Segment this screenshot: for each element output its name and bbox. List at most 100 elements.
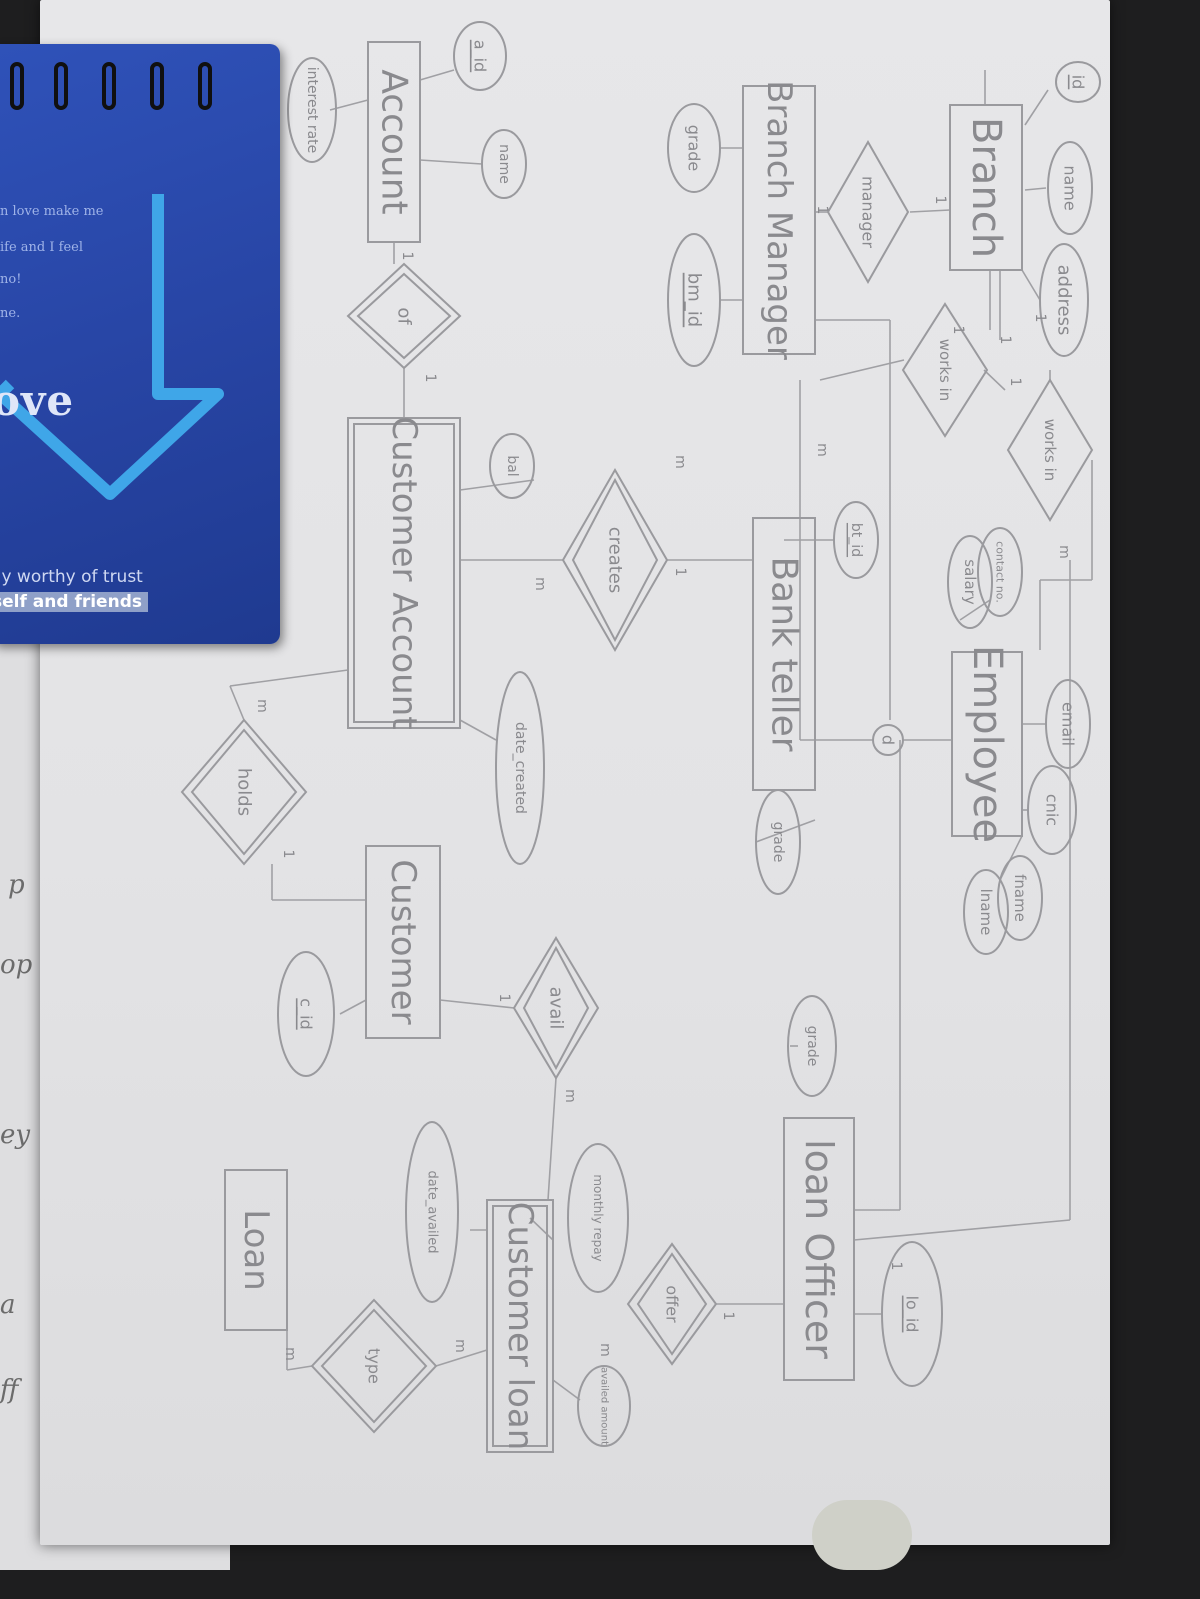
attribute-ellipse xyxy=(881,1241,943,1387)
attribute-label: bm_id xyxy=(684,273,705,327)
cardinality-label: m xyxy=(814,443,830,457)
connector-lines xyxy=(229,69,1093,1401)
cardinality-label: m xyxy=(597,1343,613,1357)
attribute-ellipse xyxy=(1047,141,1093,235)
relationship-diamond xyxy=(180,718,308,866)
connector-line xyxy=(286,1365,313,1371)
entity-label: Branch xyxy=(963,117,1009,258)
entity-inner-box xyxy=(353,423,455,723)
cardinality-label: 1 xyxy=(422,374,438,383)
cardinality-label: 1 xyxy=(997,336,1013,345)
connector-line xyxy=(999,835,1023,881)
attribute-label: grade xyxy=(685,125,704,172)
notebook-trust-text: ily worthy of trust xyxy=(0,567,143,587)
relationship-label: avail xyxy=(546,987,567,1030)
entity-label: loan Officer xyxy=(797,1139,841,1359)
attribute-label: monthly repay xyxy=(591,1174,605,1261)
attribute-label: date_availed xyxy=(425,1171,440,1254)
attribute-label: bt_id xyxy=(848,523,864,557)
cardinality-label: 1 xyxy=(672,568,688,577)
spiral-ring-icon xyxy=(150,62,164,110)
attribute-contact-no: contact no. xyxy=(977,527,1023,617)
attribute-label: fname xyxy=(1011,874,1029,922)
connector-line xyxy=(459,719,497,741)
attribute-ellipse xyxy=(481,129,527,199)
attribute-bal: bal xyxy=(489,433,535,499)
entity-label: Branch Manager xyxy=(759,80,799,360)
notebook-line: no! xyxy=(0,272,22,287)
cardinality-label: 1 xyxy=(814,206,830,215)
attribute-label: email xyxy=(1059,702,1078,746)
relationship-diamond xyxy=(346,262,462,370)
notebook-line: ife and I feel xyxy=(0,240,83,255)
connector-line xyxy=(459,479,535,491)
cardinality-mark: 1 xyxy=(422,374,438,383)
attribute-interest-rate: interest rate xyxy=(287,57,337,163)
attribute-ellipse xyxy=(287,57,337,163)
entity-box xyxy=(224,1169,288,1331)
attribute-label: id xyxy=(1069,75,1088,90)
attribute-bt-grade: grade xyxy=(755,789,801,895)
entity-label: Customer xyxy=(383,859,423,1024)
cardinality-label: 1 xyxy=(280,850,296,859)
attribute-label: a_id xyxy=(470,40,490,72)
attribute-ellipse xyxy=(947,535,993,629)
notebook-love-text: ove xyxy=(0,376,75,425)
relationship-inner-diamond xyxy=(571,477,659,643)
entity-box xyxy=(486,1199,554,1453)
relationship-label: offer xyxy=(663,1285,682,1323)
relationship-inner-diamond xyxy=(190,728,298,856)
edge-scribble: ey xyxy=(0,1120,31,1150)
attribute-label: bal xyxy=(504,455,520,476)
attribute-label: c_id xyxy=(296,998,316,1029)
relationship-holds: holds xyxy=(180,718,308,866)
relationship-diamond xyxy=(512,936,600,1080)
entity-box xyxy=(367,41,421,243)
entity-box xyxy=(742,85,816,355)
connector-line xyxy=(1021,269,1041,301)
connector-line xyxy=(983,369,1006,391)
cardinality-mark: 1 xyxy=(950,326,966,335)
relationship-diamond xyxy=(1006,378,1094,522)
attribute-lo-id: lo_id xyxy=(881,1241,943,1387)
relationship-works-in-2: works in xyxy=(1006,378,1094,522)
cardinality-mark: 1 xyxy=(280,850,296,859)
attribute-bm-grade: grade xyxy=(667,103,721,193)
connector-line xyxy=(819,359,905,381)
attribute-ellipse xyxy=(833,501,879,579)
attribute-date-availed: date_availed xyxy=(405,1121,459,1303)
entity-customer-loan: Customer loan xyxy=(486,1199,554,1453)
tape-roll xyxy=(812,1500,912,1570)
attribute-ellipse xyxy=(405,1121,459,1303)
spiral-ring-icon xyxy=(54,62,68,110)
relationship-works-in-1: works in xyxy=(901,302,989,438)
relationship-diamond xyxy=(626,1242,718,1366)
attribute-branch-address: address xyxy=(1039,243,1089,357)
attribute-bm-id: bm_id xyxy=(667,233,721,367)
cardinality-label: 1 xyxy=(1032,314,1048,323)
attribute-c-id: c_id xyxy=(277,951,335,1077)
entity-box xyxy=(783,1117,855,1381)
specialization-label: d xyxy=(879,735,898,745)
spiral-ring-icon xyxy=(102,62,116,110)
cardinality-label: m xyxy=(532,577,548,591)
attribute-label: grade xyxy=(804,1026,820,1067)
connector-line xyxy=(439,999,515,1009)
relationship-inner-diamond xyxy=(636,1252,708,1356)
connector-line xyxy=(547,1077,557,1201)
cardinality-mark: m xyxy=(1056,545,1072,559)
entity-account: Account xyxy=(367,41,421,243)
cardinality-mark: 1 xyxy=(814,206,830,215)
entity-box xyxy=(951,651,1023,837)
connector-line xyxy=(552,1379,581,1401)
relationship-avail: avail xyxy=(512,936,600,1080)
cardinality-mark: m xyxy=(672,455,688,469)
entity-box xyxy=(949,104,1023,271)
specialization-circle: d xyxy=(872,724,904,756)
attribute-date-created: date_created xyxy=(495,671,545,865)
relationship-label: manager xyxy=(859,176,878,248)
arrow-icon xyxy=(0,194,224,500)
attribute-label: lo_id xyxy=(902,1296,922,1333)
attribute-label: availed amount xyxy=(599,1367,610,1445)
